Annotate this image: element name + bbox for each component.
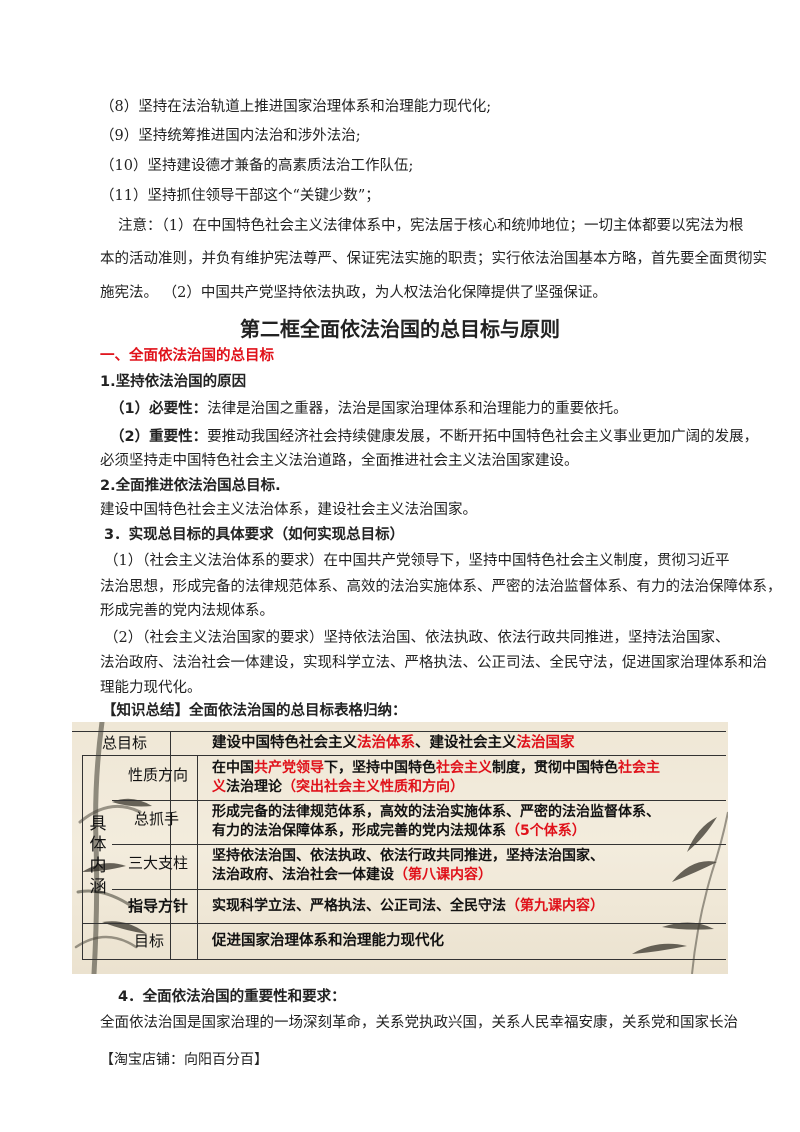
subheading-importance: 4．全面依法治国的重要性和要求： <box>118 989 346 1005</box>
overall-goal-text: 建设中国特色社会主义法治体系，建设社会主义法治国家。 <box>100 502 477 518</box>
note-line-2: 本的活动准则，并负有维护宪法尊严、保证宪法实施的职责；实行依法治国基本方略，首先… <box>100 251 767 267</box>
handle-l2a: 有力的法治保障体系，形成完善的党内法规体系 <box>212 823 506 839</box>
row-handle-label: 总抓手 <box>134 810 180 828</box>
row-nature-label: 性质方向 <box>128 766 189 784</box>
nature-l1e: 制度，贯彻中国特色 <box>492 760 618 776</box>
row-nature-line-1: 在中国共产党领导下，坚持中国特色社会主义制度，贯彻中国特色社会主 <box>212 759 660 778</box>
nature-l2a: 义 <box>212 779 226 795</box>
importance-text-1: 要推动我国经济社会持续健康发展，不断开拓中国特色社会主义事业更加广阔的发展， <box>207 429 759 445</box>
nature-l1b: 共产党领导 <box>254 760 324 776</box>
goal-text: 建设中国特色社会主义法治体系、建设社会主义法治国家 <box>212 734 575 753</box>
importance-text-2: 必须坚持走中国特色社会主义法治道路，全面推进社会主义法治国家建设。 <box>100 453 579 469</box>
heading-goal: 一、全面依法治国的总目标 <box>100 348 274 364</box>
table-row-line-5 <box>82 923 726 924</box>
section-title: 第二框全面依法治国的总目标与原则 <box>240 317 560 341</box>
list-item-9: （9）坚持统筹推进国内法治和涉外法治; <box>100 128 361 144</box>
table-divider-left <box>82 755 83 959</box>
importance-requirements-text: 全面依法治国是国家治理的一场深刻革命，关系党执政兴国，关系人民幸福安康，关系党和… <box>100 1015 738 1031</box>
pillars-l2b: （第八课内容） <box>394 867 492 883</box>
req2-line-1: （2）（社会主义法治国家的要求）坚持依法治国、依法执政、依法行政共同推进，坚持法… <box>104 630 730 646</box>
summary-table-image: 总目标 建设中国特色社会主义法治体系、建设社会主义法治国家 具体内涵 性质方向 … <box>72 722 728 974</box>
summary-caption: 【知识总结】全面依法治国的总目标表格归纳： <box>102 703 407 719</box>
content-label: 具体内涵 <box>89 814 107 897</box>
importance-paragraph: （2）重要性：要推动我国经济社会持续健康发展，不断开拓中国特色社会主义事业更加广… <box>110 428 758 446</box>
nature-l2c: （突出社会主义性质和方向） <box>282 779 464 795</box>
target-text: 促进国家治理体系和治理能力现代化 <box>212 933 444 949</box>
goal-label: 总目标 <box>102 734 148 752</box>
table-row-line-4 <box>112 889 726 890</box>
row-handle-line-2: 有力的法治保障体系，形成完善的党内法规体系（5个体系） <box>212 822 586 841</box>
req2-line-3: 理能力现代化。 <box>100 680 202 696</box>
note-line-1: 注意：（1）在中国特色社会主义法律体系中，宪法居于核心和统帅地位；一切主体都要以… <box>118 218 744 234</box>
subheading-reason: 1.坚持依法治国的原因 <box>100 374 247 390</box>
table-border-bottom <box>82 959 726 960</box>
footer-shop: 【淘宝店铺：向阳百分百】 <box>100 1052 268 1068</box>
nature-l1a: 在中国 <box>212 760 254 776</box>
row-pillars-line-2: 法治政府、法治社会一体建设（第八课内容） <box>212 866 492 885</box>
goal-text-c: 、建设社会主义 <box>415 735 517 751</box>
goal-text-a: 建设中国特色社会主义 <box>212 735 357 751</box>
subheading-requirements: 3．实现总目标的具体要求（如何实现总目标） <box>104 527 405 543</box>
table-divider-col1 <box>170 731 171 959</box>
goal-text-b: 法治体系 <box>357 735 415 751</box>
goal-table: 总目标 建设中国特色社会主义法治体系、建设社会主义法治国家 具体内涵 性质方向 … <box>72 722 728 974</box>
pillars-l2a: 法治政府、法治社会一体建设 <box>212 867 394 883</box>
row-pillars-label: 三大支柱 <box>128 854 189 872</box>
nature-l2b: 法治理论 <box>226 779 282 795</box>
req1-line-3: 形成完善的党内法规体系。 <box>100 603 274 619</box>
list-item-11: （11）坚持抓住领导干部这个“关键少数”； <box>100 188 380 204</box>
goal-text-d: 法治国家 <box>516 735 575 751</box>
row-handle-line-1: 形成完备的法律规范体系，高效的法治实施体系、严密的法治监督体系、 <box>212 804 660 820</box>
nature-l1f: 社会主 <box>618 760 660 776</box>
target-label: 目标 <box>134 932 165 950</box>
necessity-paragraph: （1）必要性：法律是治国之重器，法治是国家治理体系和治理能力的重要依托。 <box>110 400 628 418</box>
table-divider-col2 <box>197 755 198 959</box>
guideline-l1a: 实现科学立法、严格执法、公正司法、全民守法 <box>212 898 506 914</box>
note-line-3: 施宪法。 （2）中国共产党坚持依法执政，为人权法治化保障提供了坚强保证。 <box>100 285 607 301</box>
table-border-top <box>72 731 726 732</box>
nature-l1d: 社会主义 <box>436 760 492 776</box>
nature-l1c: 下，坚持中国特色 <box>324 760 436 776</box>
table-row-line-1 <box>82 755 726 756</box>
handle-l2b: （5个体系） <box>506 823 586 839</box>
row-guideline-line-1: 实现科学立法、严格执法、公正司法、全民守法（第九课内容） <box>212 897 604 916</box>
list-item-8: （8）坚持在法治轨道上推进国家治理体系和治理能力现代化; <box>100 99 492 115</box>
necessity-label: （1）必要性： <box>110 401 208 417</box>
table-row-line-2 <box>112 800 726 801</box>
list-item-10: （10）坚持建设德才兼备的高素质法治工作队伍; <box>100 158 414 174</box>
guideline-l1b: （第九课内容） <box>506 898 604 914</box>
row-guideline-label: 指导方针 <box>128 897 189 915</box>
row-nature-line-2: 义法治理论（突出社会主义性质和方向） <box>212 778 464 797</box>
req1-line-2: 法治思想，形成完备的法律规范体系、高效的法治实施体系、严密的法治监督体系、有力的… <box>100 579 782 595</box>
table-row-line-3 <box>112 844 726 845</box>
req1-line-1: （1）（社会主义法治体系的要求）在中国共产党领导下，坚持中国特色社会主义制度，贯… <box>104 553 730 569</box>
subheading-overall-goal: 2.全面推进依法治国总目标. <box>100 478 281 494</box>
row-pillars-line-1: 坚持依法治国、依法执政、依法行政共同推进，坚持法治国家、 <box>212 848 604 864</box>
importance-label: （2）重要性： <box>110 429 208 445</box>
req2-line-2: 法治政府、法治社会一体建设，实现科学立法、严格执法、公正司法、全民守法，促进国家… <box>100 655 767 671</box>
necessity-text: 法律是治国之重器，法治是国家治理体系和治理能力的重要依托。 <box>207 401 628 417</box>
